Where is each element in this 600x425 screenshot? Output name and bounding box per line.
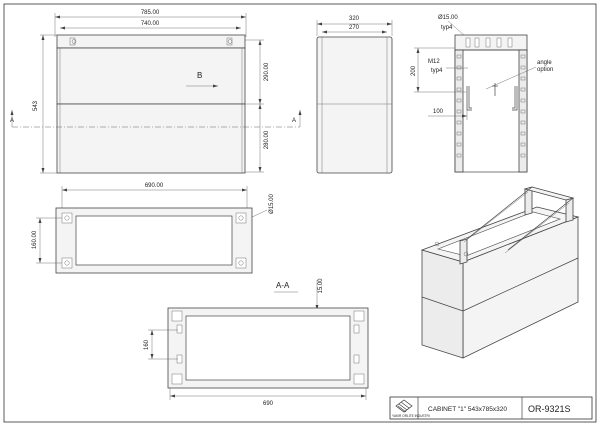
isometric-view bbox=[420, 186, 580, 359]
part-number: OR-9321S bbox=[528, 404, 571, 414]
detail-hole-type: typ4 bbox=[441, 25, 453, 31]
title-block: YAKIR ORLITE INDUSTRI CABINET "1" 543x78… bbox=[389, 396, 593, 420]
top-frame-inner bbox=[75, 215, 233, 266]
company-logo bbox=[395, 399, 413, 413]
detail-bottom-dim: 100 bbox=[433, 109, 444, 115]
detail-frame bbox=[454, 49, 528, 173]
sheet-border bbox=[3, 3, 597, 423]
side-inner-depth: 270 bbox=[349, 25, 360, 31]
angle-bracket bbox=[466, 83, 518, 111]
front-lower-panel bbox=[56, 103, 246, 174]
top-view: 690.00 Ø15.00 160.00 bbox=[32, 183, 275, 274]
section-title: A-A bbox=[276, 281, 290, 290]
side-panel bbox=[316, 36, 393, 174]
top-width: 690.00 bbox=[145, 183, 164, 189]
section-marker-right: A bbox=[292, 118, 296, 124]
iso-post bbox=[459, 238, 468, 265]
section-inner bbox=[185, 315, 351, 381]
detail-post-slots bbox=[456, 54, 526, 158]
top-corner-post bbox=[61, 212, 247, 269]
detail-angle-note-1: angle bbox=[537, 60, 552, 66]
section-depth: 160 bbox=[144, 339, 150, 350]
iso-post bbox=[524, 186, 533, 216]
detail-thread-type: typ4 bbox=[431, 68, 443, 74]
section-marker-left: A bbox=[10, 118, 14, 124]
front-lower-height: 280.00 bbox=[264, 130, 270, 149]
front-overall-width: 785.00 bbox=[141, 10, 160, 16]
section-corner-post bbox=[171, 310, 365, 385]
drawing-description: CABINET "1" 543x785x320 bbox=[428, 406, 507, 413]
top-hole-dia: Ø15.00 bbox=[269, 193, 275, 213]
detail-hole-dia: Ø15.00 bbox=[438, 15, 458, 21]
front-height: 543 bbox=[33, 100, 39, 111]
front-rail-hole bbox=[71, 39, 77, 44]
section-gap: 15.00 bbox=[318, 278, 324, 294]
detail-left-post bbox=[454, 49, 464, 173]
detail-thread: M12 bbox=[428, 59, 440, 65]
front-inner-width: 740.00 bbox=[141, 21, 160, 27]
detail-right-post bbox=[518, 49, 528, 173]
side-depth: 320 bbox=[349, 16, 360, 22]
company-name: YAKIR ORLITE INDUSTRI bbox=[392, 414, 430, 418]
view-letter-b: B bbox=[197, 71, 202, 80]
detail-height: 200 bbox=[411, 65, 417, 76]
front-top-rail bbox=[56, 34, 246, 49]
front-upper-panel bbox=[56, 47, 246, 105]
side-view: 320 270 bbox=[316, 16, 393, 174]
front-view: 785.00 740.00 B A A bbox=[10, 10, 302, 174]
front-upper-height: 290.00 bbox=[264, 62, 270, 81]
detail-angle-note-2: option bbox=[537, 67, 553, 73]
section-view: A-A 15.00 160 690 bbox=[144, 278, 369, 407]
iso-post bbox=[565, 197, 574, 223]
top-depth: 160.00 bbox=[32, 230, 38, 249]
section-width: 690 bbox=[263, 401, 274, 407]
detail-view: Ø15.00 typ4 bbox=[411, 15, 553, 173]
